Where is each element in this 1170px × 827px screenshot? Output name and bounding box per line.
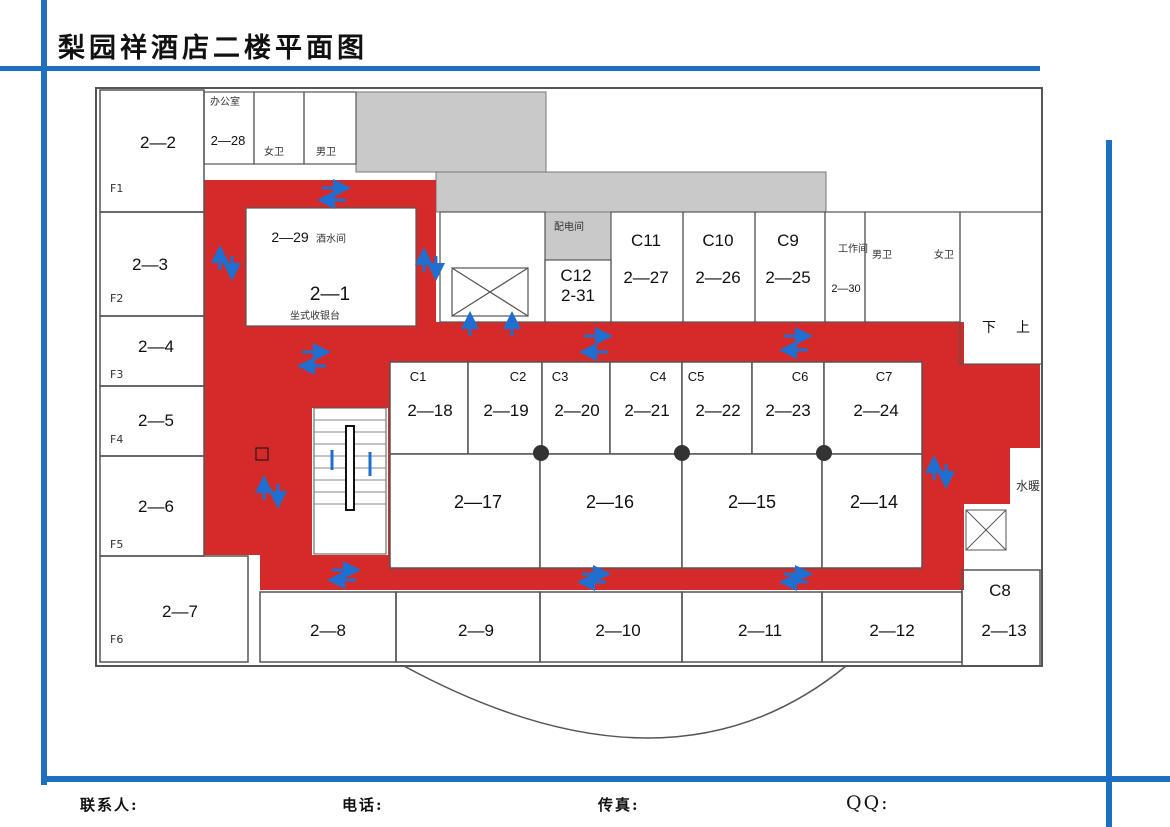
room-c5-label: C5	[688, 369, 705, 384]
flow-arrows	[211, 179, 955, 591]
room-2-3-label: 2—3	[132, 255, 168, 274]
grid-labels: F1 F2 F3 F4 F5 F6	[110, 182, 123, 646]
misc-labels: 酒水间 坐式收银台 办公室 女卫 男卫 配电间 工作间 男卫 女卫 水暖	[210, 95, 1040, 493]
floor-labels: 2—2 2—3 2—4 2—5 2—6 2—7 2—1 2—29 2—28 C1…	[132, 133, 1027, 640]
room-2-22-label: 2—22	[695, 401, 740, 420]
entrance-arc	[403, 665, 847, 739]
f5-label: F5	[110, 538, 123, 551]
room-2-28-label: 2—28	[211, 133, 246, 148]
frame-top-line	[0, 66, 1040, 71]
room-2-13-label: 2—13	[981, 621, 1026, 640]
f2-label: F2	[110, 292, 123, 305]
room-2-7-label: 2—7	[162, 602, 198, 621]
ladies2-label: 女卫	[934, 248, 954, 261]
f1-label: F1	[110, 182, 123, 195]
room-2-12-label: 2—12	[869, 621, 914, 640]
qq-label: QQ:	[846, 792, 890, 814]
frame-bottom-line	[41, 776, 1170, 782]
water-room-label: 酒水间	[316, 232, 346, 245]
frame-right-line	[1106, 140, 1112, 827]
phone-label: 电话:	[342, 796, 384, 814]
room-c9-label: C9	[777, 231, 799, 250]
room-2-11-label: 2—11	[738, 621, 782, 640]
inner-rooms	[389, 361, 923, 569]
room-c3-label: C3	[552, 369, 569, 384]
room-2-26-label: 2—26	[695, 268, 740, 287]
bar-label: 坐式收银台	[290, 309, 340, 322]
room-2-2-label: 2—2	[140, 133, 176, 152]
gents2-label: 男卫	[872, 249, 892, 261]
room-c6-label: C6	[792, 369, 809, 384]
page-title: 梨园祥酒店二楼平面图	[58, 33, 368, 64]
room-c4-label: C4	[650, 369, 667, 384]
room-c12-label: C12	[560, 266, 591, 285]
room-c2-label: C2	[510, 369, 527, 384]
room-2-17-label: 2—17	[454, 492, 502, 512]
office-label: 办公室	[210, 95, 240, 108]
c-labels: C1 C2 C3 C4 C5 C6 C7	[410, 369, 893, 384]
room-2-19-label: 2—19	[483, 401, 528, 420]
room-2-14-label: 2—14	[850, 492, 898, 512]
corridor	[204, 180, 1040, 590]
f4-label: F4	[110, 433, 123, 446]
room-2-1-label: 2—1	[310, 284, 350, 305]
room-2-31-label: 2-31	[561, 286, 595, 305]
f6-label: F6	[110, 633, 123, 646]
bottom-rooms	[259, 569, 1041, 667]
room-2-9-label: 2—9	[458, 621, 494, 640]
room-2-4-label: 2—4	[138, 337, 174, 356]
room-2-27-label: 2—27	[623, 268, 668, 287]
gents-label: 男卫	[316, 146, 336, 158]
room-2-8-label: 2—8	[310, 621, 346, 640]
contact-label: 联系人:	[80, 796, 139, 814]
f3-label: F3	[110, 368, 123, 381]
room-c7-label: C7	[876, 369, 893, 384]
fax-label: 传真:	[598, 796, 640, 814]
service-area	[355, 91, 827, 261]
work-room-label: 工作间	[838, 242, 868, 255]
stair-down-label: 下	[982, 319, 996, 335]
room-c11-label: C11	[631, 231, 661, 250]
heating-label: 水暖	[1016, 479, 1040, 493]
room-c1-label: C1	[410, 369, 427, 384]
room-2-15-label: 2—15	[728, 492, 776, 512]
room-2-29-label: 2—29	[271, 229, 309, 245]
stair-up-label: 上	[1016, 319, 1030, 335]
room-2-16-label: 2—16	[586, 492, 634, 512]
frame-left-line	[41, 0, 47, 785]
room-2-25-label: 2—25	[765, 268, 810, 287]
room-2-18-label: 2—18	[407, 401, 452, 420]
room-2-30-label: 2—30	[831, 283, 860, 295]
room-2-10-label: 2—10	[595, 621, 640, 640]
ladies-label: 女卫	[264, 145, 284, 158]
room-2-20-label: 2—20	[554, 401, 599, 420]
room-2-24-label: 2—24	[853, 401, 898, 420]
room-2-21-label: 2—21	[624, 401, 669, 420]
power-room-label: 配电间	[554, 220, 584, 233]
room-c10-label: C10	[702, 231, 733, 250]
room-2-23-label: 2—23	[765, 401, 810, 420]
room-2-6-label: 2—6	[138, 497, 174, 516]
room-c8-label: C8	[989, 581, 1011, 600]
room-2-5-label: 2—5	[138, 411, 174, 430]
columns	[533, 445, 832, 461]
